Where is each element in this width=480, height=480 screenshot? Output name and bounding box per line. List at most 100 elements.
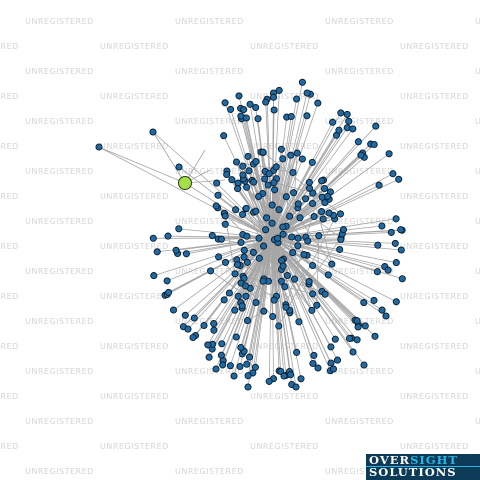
graph-node <box>254 115 262 123</box>
watermark-text: UNREGISTERED <box>25 417 94 426</box>
edge <box>271 184 380 239</box>
edge <box>271 237 359 328</box>
graph-node <box>294 234 302 242</box>
watermark-text: UNREGISTERED <box>175 167 244 176</box>
graph-node <box>270 93 278 101</box>
graph-node <box>277 145 285 153</box>
graph-node <box>327 343 335 351</box>
graph-node <box>255 234 263 242</box>
graph-node <box>318 177 326 185</box>
graph-node <box>262 226 270 234</box>
graph-node <box>385 150 393 158</box>
graph-node <box>244 383 252 391</box>
graph-node <box>324 192 332 200</box>
graph-node <box>259 277 267 285</box>
graph-node <box>302 195 310 203</box>
graph-node <box>293 348 301 356</box>
graph-node <box>392 298 400 306</box>
graph-node <box>252 207 260 215</box>
graph-node <box>252 103 260 112</box>
graph-node <box>220 132 228 140</box>
watermark-text: UNREGISTERED <box>325 417 394 426</box>
graph-node <box>327 359 335 367</box>
watermark-text: UNREGISTERED <box>25 167 94 176</box>
graph-node <box>232 333 240 341</box>
graph-node <box>237 343 245 352</box>
graph-node <box>290 189 298 197</box>
graph-node <box>289 249 297 257</box>
graph-node <box>320 184 329 193</box>
watermark-text: UNREGISTERED <box>25 267 94 276</box>
edge <box>271 237 365 366</box>
graph-node <box>349 125 357 133</box>
graph-node <box>387 228 395 236</box>
graph-node <box>308 199 317 208</box>
watermark-text: UNREGISTERED <box>325 17 394 26</box>
graph-node <box>354 323 362 331</box>
graph-node <box>244 152 252 160</box>
edge <box>187 237 273 330</box>
watermark-text: UNREGISTERED <box>0 292 19 301</box>
graph-node <box>280 372 288 380</box>
graph-node <box>268 219 276 227</box>
graph-node <box>150 272 158 280</box>
graph-node <box>244 372 252 380</box>
graph-node <box>279 262 287 270</box>
edge <box>178 166 273 239</box>
graph-node <box>255 192 263 201</box>
edge <box>271 237 292 375</box>
edge <box>242 275 313 295</box>
graph-node <box>324 271 332 279</box>
graph-node <box>271 186 279 194</box>
graph-node <box>339 226 348 234</box>
watermark-text: UNREGISTERED <box>475 67 480 76</box>
watermark-text: UNREGISTERED <box>100 142 169 151</box>
graph-node <box>287 112 295 121</box>
graph-node <box>263 214 271 222</box>
graph-node <box>208 232 216 240</box>
watermark-text: UNREGISTERED <box>25 467 94 476</box>
graph-node <box>153 248 161 256</box>
graph-node <box>265 170 273 178</box>
graph-node <box>291 275 299 283</box>
graph-node <box>294 200 302 208</box>
watermark-text: UNREGISTERED <box>175 417 244 426</box>
graph-node <box>309 290 317 298</box>
oversight-solutions-logo: OVERSIGHT SOLUTIONS <box>366 454 480 480</box>
graph-node <box>219 361 227 369</box>
watermark-text: UNREGISTERED <box>325 267 394 276</box>
graph-node <box>321 290 329 298</box>
watermark-text: UNREGISTERED <box>475 167 480 176</box>
graph-node <box>318 208 326 216</box>
graph-node <box>250 178 258 186</box>
graph-node <box>279 223 287 231</box>
graph-node <box>298 155 306 163</box>
watermark-text: UNREGISTERED <box>475 317 480 326</box>
graph-node <box>315 232 323 240</box>
watermark-text: UNREGISTERED <box>25 317 94 326</box>
graph-node <box>182 250 190 258</box>
edge <box>271 109 275 239</box>
graph-node <box>378 222 386 230</box>
watermark-text: UNREGISTERED <box>400 192 469 201</box>
graph-node <box>373 268 381 276</box>
graph-node <box>357 151 365 159</box>
edge <box>98 146 186 184</box>
graph-node <box>331 335 339 343</box>
graph-node <box>279 155 287 163</box>
graph-node <box>384 266 392 274</box>
watermark-text: UNREGISTERED <box>100 442 169 451</box>
watermark-text: UNREGISTERED <box>400 92 469 101</box>
graph-node <box>246 100 254 108</box>
watermark-text: UNREGISTERED <box>250 442 319 451</box>
highlighted-node <box>178 176 192 190</box>
graph-node <box>200 321 208 330</box>
graph-node <box>345 334 354 342</box>
graph-node <box>214 191 222 199</box>
logo-line2: SOLUTIONS <box>369 465 457 479</box>
graph-node <box>149 128 157 136</box>
graph-node <box>175 225 183 233</box>
watermark-text: UNREGISTERED <box>0 342 19 351</box>
graph-node <box>232 206 240 214</box>
graph-node <box>233 261 242 269</box>
